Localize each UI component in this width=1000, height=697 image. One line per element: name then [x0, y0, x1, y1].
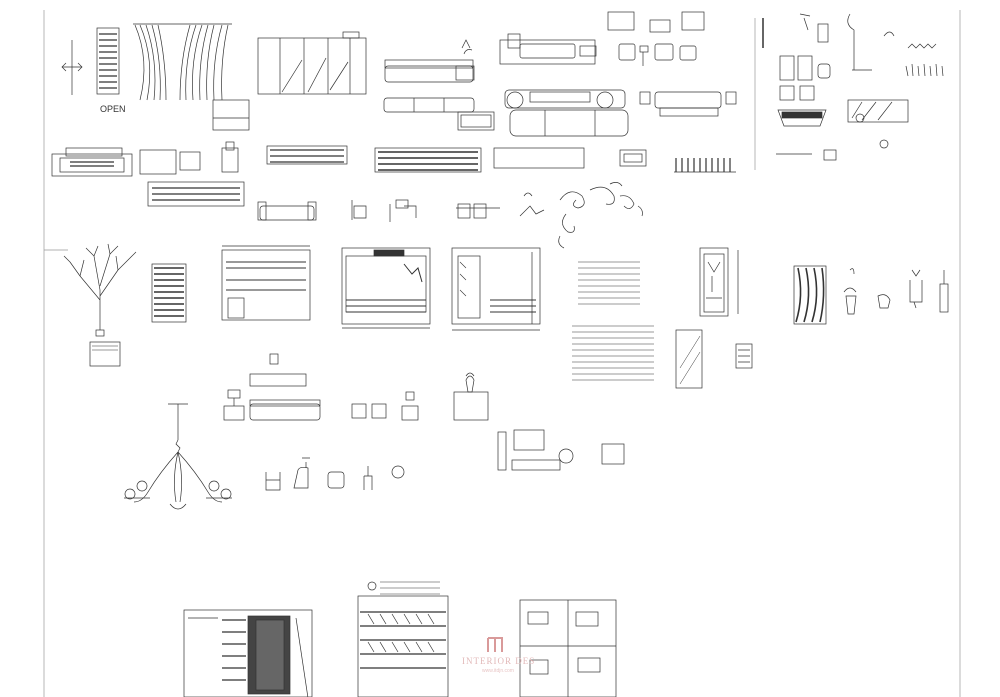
nightstand-icon	[351, 372, 489, 421]
wood-panel-icon	[793, 265, 827, 325]
door-swing-icon: OPEN	[61, 27, 126, 114]
armchair-icon	[265, 457, 405, 491]
ornament-icon	[558, 182, 643, 249]
watermark-name: INTERIOR DES	[462, 656, 535, 666]
watermark-logo: INTERIOR DES www.itdjn.com	[462, 637, 535, 674]
watermark-sub: www.itdjn.com	[482, 668, 514, 674]
elevation-icon	[183, 609, 313, 697]
armchair-icon	[607, 11, 737, 117]
tv-console-icon	[497, 429, 625, 471]
tree-icon	[63, 243, 137, 367]
dining-set-icon	[257, 192, 545, 222]
elevation-icon	[341, 247, 431, 329]
toilet-icon	[762, 13, 944, 161]
bed-icon	[51, 141, 245, 207]
open-label: OPEN	[100, 104, 126, 114]
plant-icon	[843, 268, 949, 315]
floor-plan-icon	[519, 599, 617, 697]
elevation-icon	[357, 581, 449, 697]
sheet-frame	[43, 10, 961, 697]
sofa-icon	[383, 39, 495, 131]
elevation-icon	[221, 245, 311, 321]
curtain-icon	[133, 23, 232, 101]
chandelier-icon	[124, 403, 232, 510]
elevation-icon	[266, 145, 736, 173]
table-lamp-icon	[223, 353, 321, 421]
sliding-door-icon	[212, 31, 367, 131]
bookshelf-icon	[151, 263, 187, 323]
wardrobe-icon	[699, 247, 753, 369]
hatch-pattern-icon	[572, 261, 703, 389]
elevation-icon	[451, 247, 541, 331]
living-elevation-icon	[499, 33, 629, 137]
